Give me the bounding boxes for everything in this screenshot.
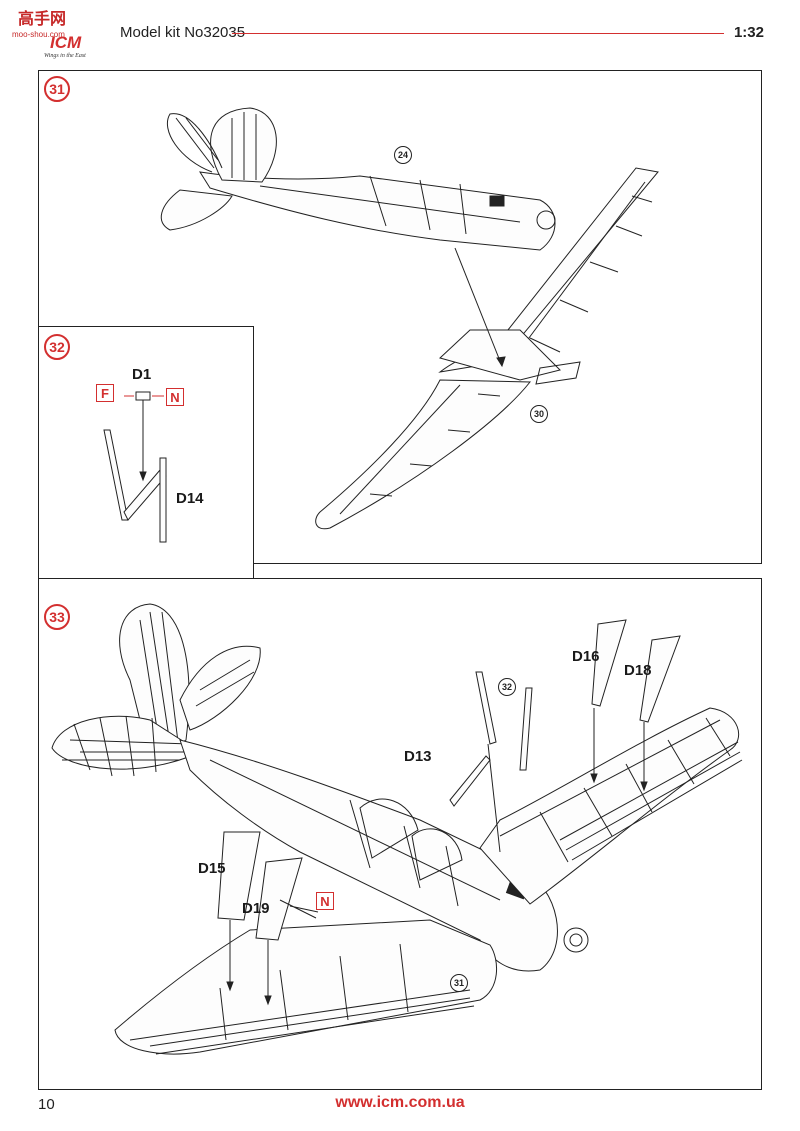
part-label-d14: D14 — [176, 490, 204, 507]
header-divider — [232, 33, 724, 34]
ref-badge-24: 24 — [394, 146, 412, 164]
part-label-d18: D18 — [624, 662, 652, 679]
step-badge-32: 32 — [44, 334, 70, 360]
part-label-d13: D13 — [404, 748, 432, 765]
step-badge-31: 31 — [44, 76, 70, 102]
step31-wing — [315, 167, 659, 530]
step31-fuselage — [199, 171, 556, 251]
step33-right-wing — [479, 707, 743, 905]
flag-n: N — [166, 388, 184, 406]
step33-tail — [51, 603, 261, 777]
step32-strut — [103, 391, 167, 543]
step33-struts — [217, 619, 681, 941]
scale-label: 1:32 — [733, 24, 764, 41]
ref-badge-30: 30 — [530, 405, 548, 423]
step-badge-33: 33 — [44, 604, 70, 630]
part-label-d15: D15 — [198, 860, 226, 877]
page-number: 10 — [38, 1096, 55, 1113]
logo-text: ICM — [50, 33, 82, 52]
ref-badge-31: 31 — [450, 974, 468, 992]
part-label-d19: D19 — [242, 900, 270, 917]
watermark-site: moo-shou.com — [12, 30, 65, 39]
step31-tail — [160, 107, 277, 231]
step33-fuselage — [179, 739, 589, 972]
flag-n-33: N — [316, 892, 334, 910]
ref-badge-32: 32 — [498, 678, 516, 696]
step-32-panel — [38, 326, 254, 594]
part-label-d1: D1 — [132, 366, 152, 383]
page-title: Model kit No32035 — [120, 24, 246, 41]
watermark-chars: 高手网 — [18, 9, 66, 28]
part-label-d16: D16 — [572, 648, 600, 665]
footer-url[interactable]: www.icm.com.ua — [335, 1094, 465, 1111]
icm-logo: 高手网 moo-shou.com ICM Wings in the East — [10, 8, 110, 60]
logo-tagline: Wings in the East — [44, 53, 86, 59]
flag-f: F — [96, 384, 114, 402]
step33-left-wing — [114, 919, 498, 1055]
